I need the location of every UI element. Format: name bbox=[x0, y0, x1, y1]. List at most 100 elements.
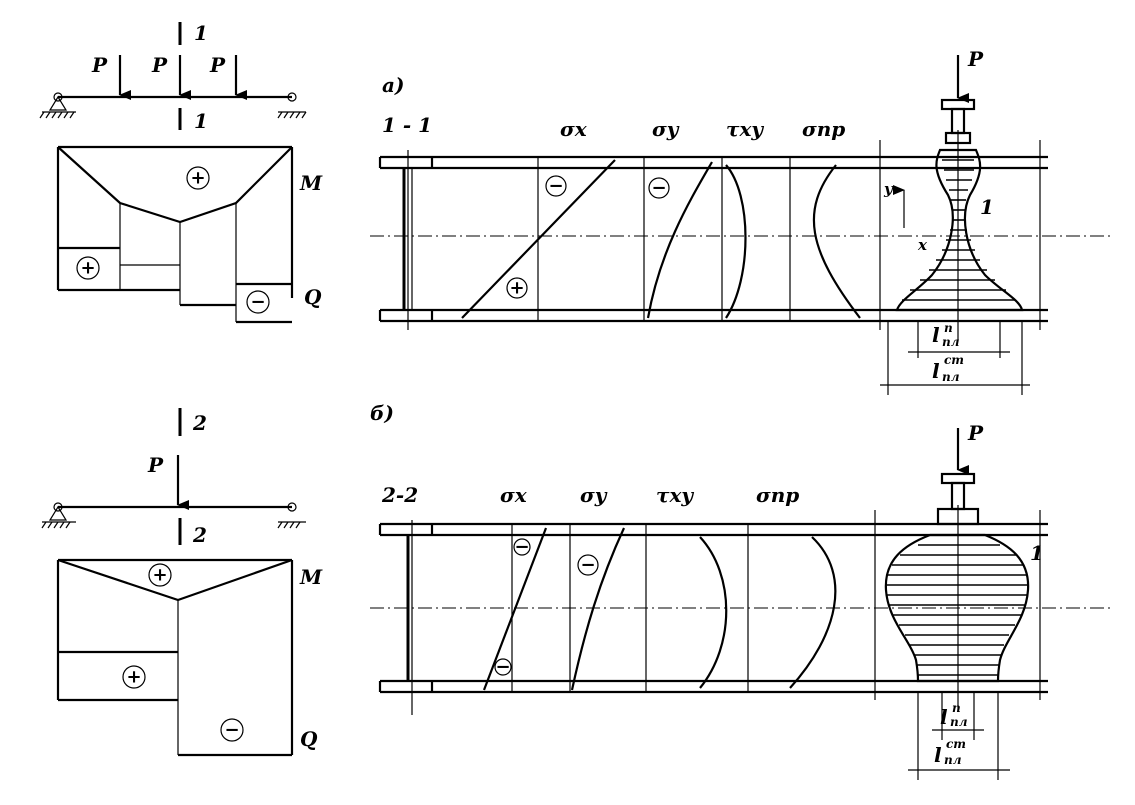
sigma-y-b-label: σy bbox=[580, 483, 608, 507]
dimension-l-pl-st-b bbox=[908, 692, 1010, 780]
section-mark-2-top-label: 2 bbox=[192, 411, 207, 435]
load-label-2: P bbox=[151, 53, 168, 77]
support-right-icon bbox=[277, 92, 307, 119]
sigma-pr-a-curve bbox=[812, 164, 861, 319]
moment-plus-b-icon bbox=[148, 563, 172, 587]
shear-diagram-a bbox=[58, 246, 292, 324]
variant-a-label: а) bbox=[382, 73, 404, 97]
girder-a-outline bbox=[370, 130, 1110, 340]
shear-sign-a-right: − bbox=[250, 292, 265, 313]
sigma-y-b-minus: − bbox=[580, 555, 595, 576]
local-stress-zone-a bbox=[895, 148, 1024, 312]
sigma-x-a-label: σx bbox=[560, 117, 588, 141]
sigma-x-b-bottom-icon bbox=[494, 658, 512, 676]
sigma-x-b-label: σx bbox=[500, 483, 528, 507]
sigma-x-a-minus: − bbox=[548, 176, 563, 197]
sigma-y-a-curve bbox=[646, 161, 713, 319]
sigma-x-b-curve bbox=[482, 527, 548, 691]
dim-l-pl-n-b-l: l bbox=[940, 705, 948, 729]
dimension-l-pl-st-a bbox=[880, 321, 1030, 395]
shear-sign-b-left: + bbox=[126, 667, 141, 688]
moment-diagram-a bbox=[56, 145, 294, 322]
load-label-a-section: P bbox=[967, 47, 984, 71]
dim-l-pl-st-b-sup: ст bbox=[946, 737, 966, 751]
sigma-pr-b-label: σпр bbox=[756, 483, 799, 507]
zone-label-a: 1 bbox=[980, 195, 994, 219]
beam-b-scheme: 2 P 2 + M bbox=[41, 408, 323, 757]
moment-sign-b: + bbox=[152, 565, 167, 586]
rail-b-icon bbox=[936, 472, 980, 526]
sigma-x-b-bottom: − bbox=[495, 657, 510, 678]
dim-l-pl-st-b-l: l bbox=[934, 743, 942, 767]
tau-xy-a-label: τxy bbox=[726, 117, 764, 141]
girder-b-outline bbox=[370, 505, 1110, 715]
section-mark-1-bottom-label: 1 bbox=[194, 109, 208, 133]
dim-l-pl-n-a-sup: п bbox=[944, 321, 953, 335]
shear-minus-b-icon bbox=[220, 718, 244, 742]
sigma-pr-a-label: σпр bbox=[802, 117, 845, 141]
shear-diagram-b bbox=[58, 650, 292, 757]
moment-diagram-b bbox=[56, 558, 294, 755]
sigma-y-b-minus-icon bbox=[577, 554, 599, 576]
dim-l-pl-st-a-sub: пл bbox=[942, 370, 960, 384]
variant-b-label: б) bbox=[370, 401, 394, 425]
load-label-1: P bbox=[91, 53, 108, 77]
load-label-b-section: P bbox=[967, 421, 984, 445]
zone-label-b: 1 bbox=[1030, 541, 1044, 565]
section-mark-1-top-label: 1 bbox=[194, 21, 208, 45]
dimension-l-pl-n-a bbox=[908, 321, 1010, 358]
moment-sign-a: + bbox=[190, 168, 205, 189]
dim-l-pl-n-a-sub: пл bbox=[942, 335, 960, 349]
beam-a-scheme: 1 P P P 1 bbox=[39, 21, 323, 324]
section-a: а) 1 - 1 σx σy τxy σпр bbox=[370, 47, 1110, 395]
section-a-title: 1 - 1 bbox=[382, 113, 432, 137]
local-stress-zone-a-hatch bbox=[902, 159, 1015, 301]
tau-xy-b-curve bbox=[699, 536, 728, 689]
moment-label-a: M bbox=[299, 171, 323, 195]
shear-minus-icon bbox=[246, 290, 270, 314]
support-left-icon bbox=[39, 92, 76, 119]
sigma-x-b-top: − bbox=[514, 537, 529, 558]
sigma-x-b-top-icon bbox=[513, 538, 531, 556]
sigma-y-a-minus-icon bbox=[648, 177, 670, 199]
dim-l-pl-n-b-sub: пл bbox=[950, 715, 968, 729]
tau-xy-a-curve bbox=[725, 164, 747, 319]
shear-label-a: Q bbox=[304, 285, 322, 309]
load-label-3: P bbox=[209, 53, 226, 77]
shear-sign-b-right: − bbox=[224, 720, 239, 741]
shear-plus-b-icon bbox=[122, 665, 146, 689]
sigma-x-a-minus-icon bbox=[545, 175, 567, 197]
sigma-x-a-plus: + bbox=[509, 278, 524, 299]
dim-l-pl-n-b-sup: п bbox=[952, 701, 961, 715]
section-b-title: 2-2 bbox=[381, 483, 418, 507]
sigma-y-b-curve bbox=[570, 527, 625, 691]
dimension-l-pl-n-b bbox=[932, 692, 984, 740]
load-label-b: P bbox=[147, 453, 164, 477]
dim-l-pl-n-a-l: l bbox=[932, 323, 940, 347]
sigma-x-a-plus-icon bbox=[506, 277, 528, 299]
local-stress-zone-b-hatch bbox=[887, 544, 1027, 676]
support-left-b-icon bbox=[41, 502, 76, 529]
sigma-y-a-label: σy bbox=[652, 117, 680, 141]
section-mark-2-bottom-label: 2 bbox=[192, 523, 207, 547]
moment-label-b: M bbox=[299, 565, 323, 589]
rail-a-icon bbox=[940, 98, 976, 145]
sigma-x-a-curve bbox=[461, 159, 616, 319]
moment-plus-icon bbox=[186, 166, 210, 190]
tau-xy-b-label: τxy bbox=[656, 483, 694, 507]
sigma-pr-b-curve bbox=[789, 536, 837, 689]
section-b: б) 2-2 σx σy τxy σпр − bbox=[370, 401, 1110, 780]
dim-l-pl-st-a-sup: ст bbox=[944, 353, 964, 367]
shear-label-b: Q bbox=[300, 727, 318, 751]
axis-x-label: x bbox=[917, 236, 928, 254]
shear-plus-icon bbox=[76, 256, 100, 280]
shear-sign-a-left: + bbox=[80, 258, 95, 279]
sigma-y-a-minus: − bbox=[651, 178, 666, 199]
local-stress-zone-b bbox=[884, 533, 1030, 683]
axis-y-label: y bbox=[883, 180, 894, 198]
dim-l-pl-st-b-sub: пл bbox=[944, 753, 962, 767]
support-right-b-icon bbox=[277, 502, 306, 529]
dim-l-pl-st-a-l: l bbox=[932, 359, 940, 383]
